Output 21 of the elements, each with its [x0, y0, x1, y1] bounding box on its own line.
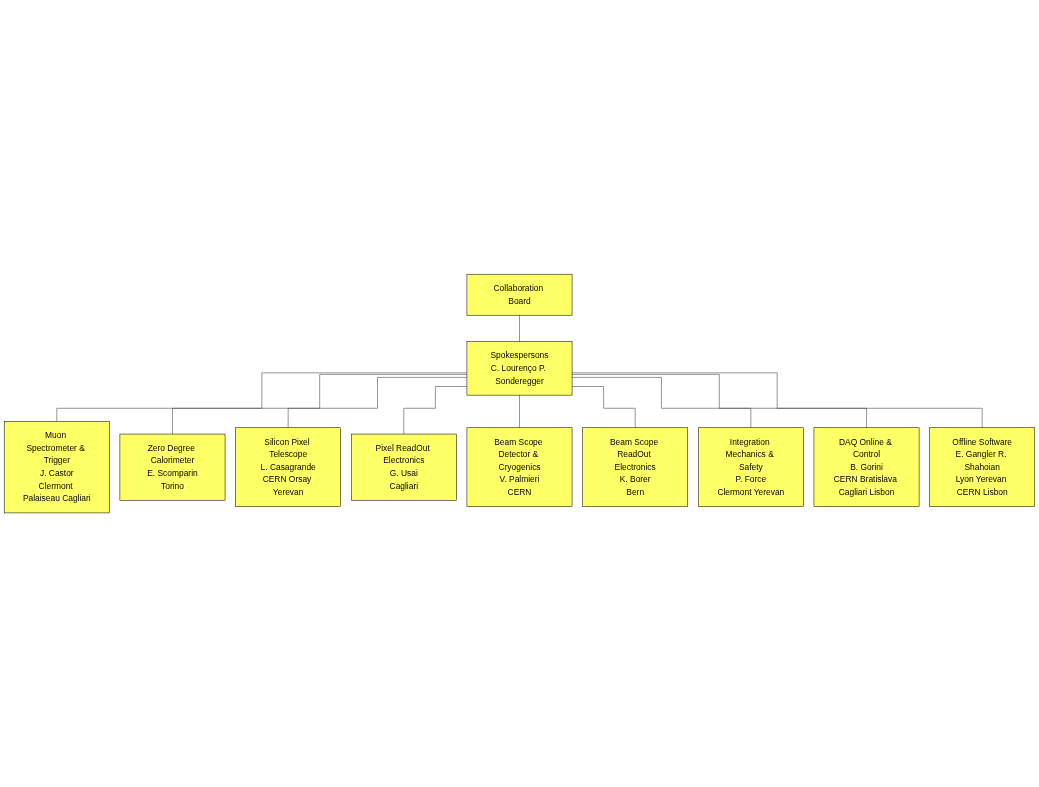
node-box: Integration Mechanics & Safety P. Force Clermont Yerevan	[698, 427, 804, 507]
connector	[56, 372, 468, 422]
connector	[571, 372, 983, 428]
connector	[172, 374, 468, 435]
node-box: Pixel ReadOut Electronics G. Usai Cagliari	[350, 433, 457, 501]
node-box: Silicon Pixel Telescope L. Casagrande CERN Orsay Yerevan	[235, 427, 341, 507]
connector	[571, 386, 636, 428]
connector	[519, 394, 520, 428]
connector	[287, 377, 468, 428]
node-box: Muon Spectrometer & Trigger J. Castor Clermont Palaiseau Cagliari	[3, 421, 110, 514]
connector	[571, 377, 752, 428]
node-box: Offline Software E. Gangler R. Shahoian Lyon Yerevan CERN Lisbon	[929, 427, 1036, 507]
connector	[519, 314, 520, 342]
node-box: Collaboration Board	[466, 273, 573, 316]
node-box: Beam Scope ReadOut Electronics K. Borer Bern	[582, 427, 689, 507]
node-box: Spokespersons C. Lourenço P. Sonderegger	[466, 341, 573, 396]
connector	[571, 374, 867, 428]
node-box: DAQ Online & Control B. Gorini CERN Bratislava Cagliari Lisbon	[813, 427, 920, 507]
connector	[403, 386, 468, 435]
node-box: Beam Scope Detector & Cryogenics V. Palmieri CERN	[466, 427, 573, 507]
node-box: Zero Degree Calorimeter E. Scomparin Torino	[119, 433, 226, 501]
